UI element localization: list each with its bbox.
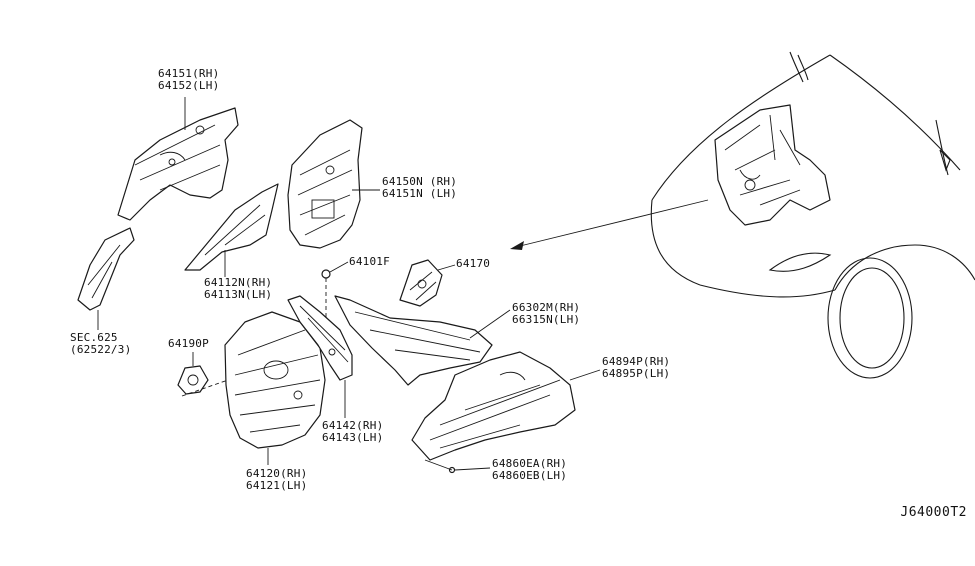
callout-line-rh: 64112N(RH) (204, 276, 273, 289)
callout-64120: 64120(RH) 64121(LH) (246, 468, 307, 492)
part-64150n-panel (287, 119, 380, 249)
part-66302m-cowl (334, 295, 511, 386)
callout-64860: 64860EA(RH) 64860EB(LH) (492, 458, 567, 482)
callout-66302m: 66302M(RH) 66315N(LH) (512, 302, 580, 326)
part-64894p-shield (411, 351, 601, 474)
callout-line: 64101F (349, 255, 390, 268)
callout-64142: 64142(RH) 64143(LH) (322, 420, 383, 444)
callout-line-lh: 64152(LH) (158, 79, 220, 92)
callout-line-lh: 64121(LH) (246, 479, 308, 492)
part-sec625-bracket (77, 227, 135, 330)
callout-line-lh: 64895P(LH) (602, 367, 671, 380)
callout-64101f: 64101F (349, 256, 390, 268)
callout-64170: 64170 (456, 258, 490, 270)
part-64151-hood-ledge (117, 97, 239, 221)
vehicle-outline (650, 51, 975, 379)
callout-64112n: 64112N(RH) 64113N(LH) (204, 277, 272, 301)
vehicle-inset-parts (714, 104, 831, 226)
callout-line-rh: 64150N (RH) (382, 175, 458, 188)
callout-line-lh: 66315N(LH) (512, 313, 581, 326)
callout-line-rh: 64142(RH) (322, 419, 384, 432)
callout-line: 64170 (456, 257, 491, 270)
callout-line-rh: 64860EA(RH) (492, 457, 568, 470)
callout-64150n: 64150N (RH) 64151N (LH) (382, 176, 457, 200)
callout-line: 64190P (168, 337, 209, 350)
callout-line-rh: 64894P(RH) (602, 355, 671, 368)
callout-line-rh: 66302M(RH) (512, 301, 581, 314)
callout-line-lh: 64113N(LH) (204, 288, 273, 301)
part-64101f-clip (321, 261, 349, 320)
callout-line-section: SEC.625 (70, 331, 118, 344)
callout-line-rh: 64120(RH) (246, 467, 308, 480)
callout-line-lh: 64143(LH) (322, 431, 384, 444)
callout-line-lh: 64151N (LH) (382, 187, 458, 200)
callout-64151: 64151(RH) 64152(LH) (158, 68, 219, 92)
callout-64190p: 64190P (168, 338, 209, 350)
callout-line-section-ref: (62522/3) (70, 343, 132, 356)
callout-64894p: 64894P(RH) 64895P(LH) (602, 356, 670, 380)
part-64142-member (287, 295, 353, 418)
callout-line-lh: 64860EB(LH) (492, 469, 568, 482)
part-64120-apron (224, 311, 326, 465)
callout-line-rh: 64151(RH) (158, 67, 220, 80)
part-64190p-plate (177, 352, 229, 397)
pointer-arrow (510, 199, 709, 250)
callout-sec625: SEC.625 (62522/3) (70, 332, 131, 356)
part-64170-bracket (399, 259, 456, 307)
part-64112n-panel (184, 183, 279, 277)
diagram-reference-code: J64000T2 (900, 505, 967, 520)
